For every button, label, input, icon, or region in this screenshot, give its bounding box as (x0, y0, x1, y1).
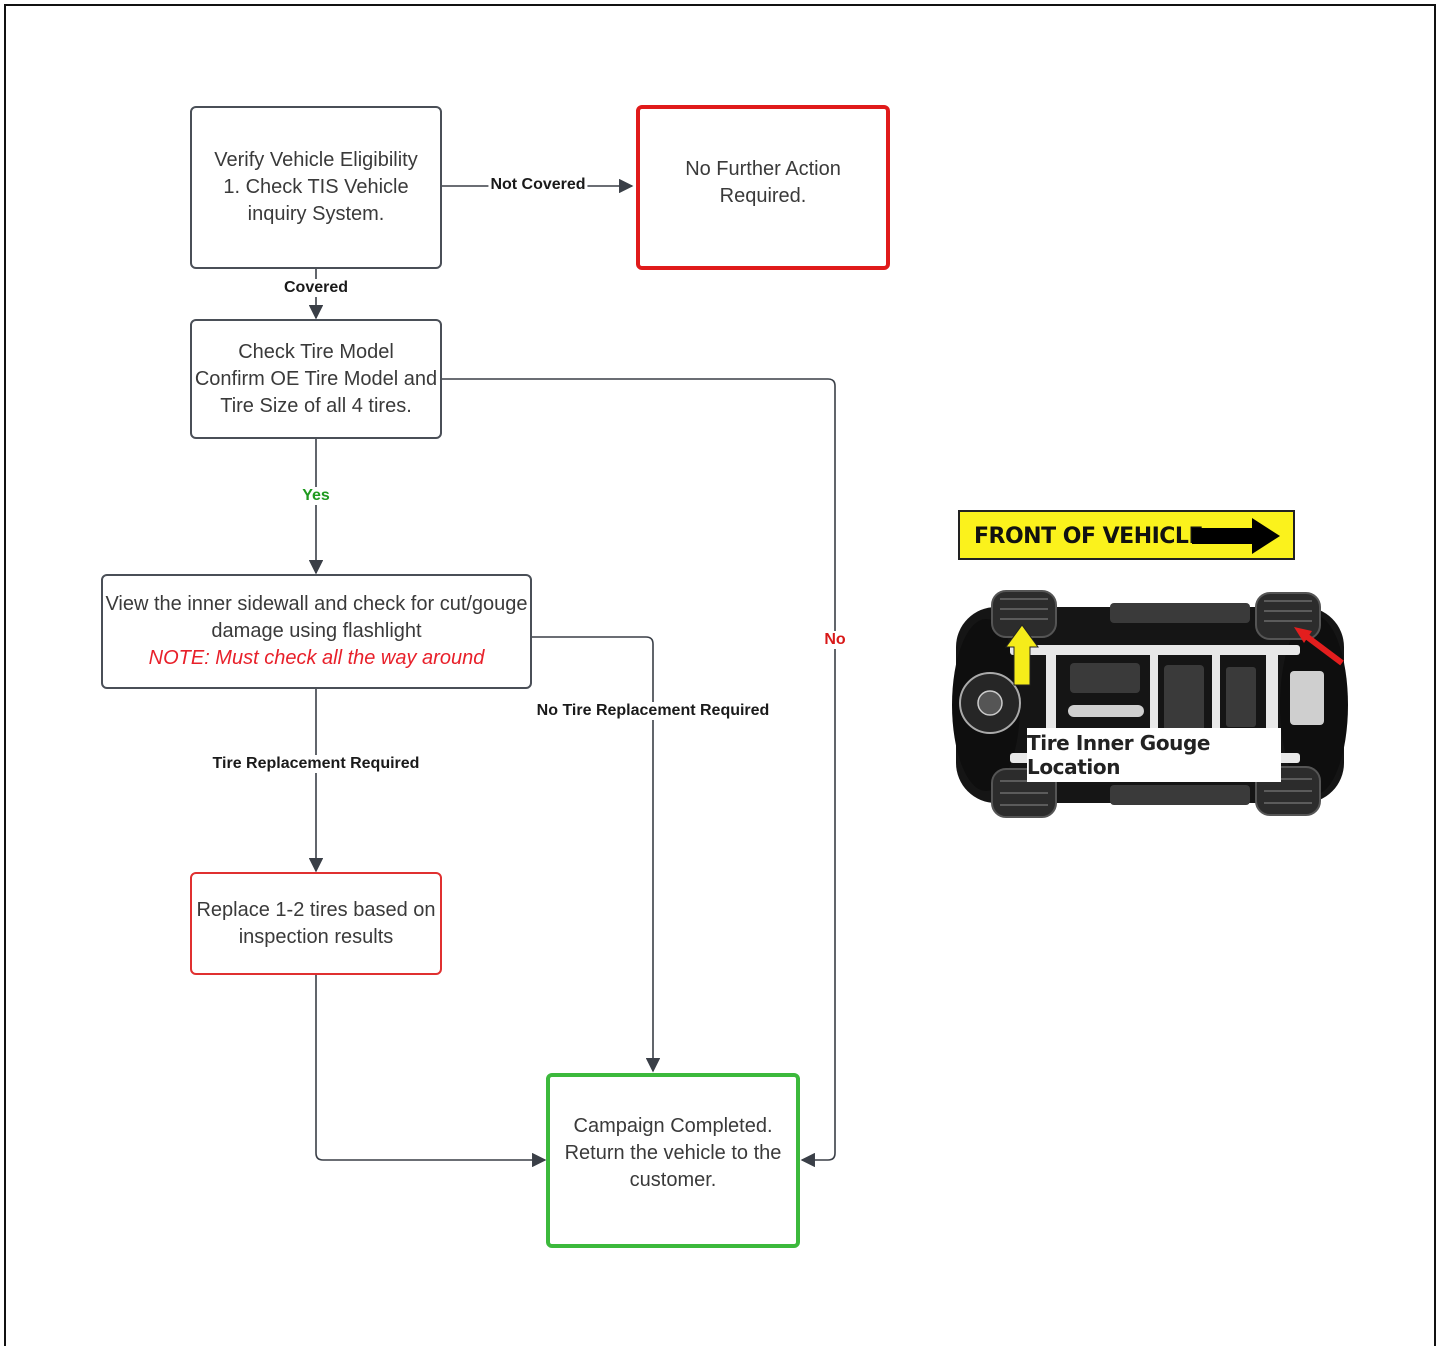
edge-label-no: No (822, 631, 848, 649)
yellow-arrow-icon (1005, 624, 1039, 686)
tire-gouge-callout: Tire Inner Gouge Location (1027, 728, 1281, 782)
replace-line-2: inspection results (238, 925, 394, 948)
check-tire-line-1: Check Tire Model (238, 340, 394, 363)
no-action-line-2: Required. (719, 184, 807, 207)
verify-line-3: inquiry System. (247, 203, 385, 225)
verify-line-1: Verify Vehicle Eligibility (214, 149, 418, 171)
no-action-line-1: No Further Action (685, 157, 841, 180)
inspect-line-2: damage using flashlight (211, 620, 422, 642)
edge-replace-to-complete (315, 975, 547, 1168)
replace-line-1: Replace 1-2 tires based on (196, 898, 436, 921)
check-tire-line-3: Tire Size of all 4 tires. (220, 394, 412, 417)
verify-eligibility-box: Verify Vehicle Eligibility 1. Check TIS … (190, 106, 442, 269)
check-tire-model-box: Check Tire Model Confirm OE Tire Model a… (190, 319, 442, 439)
complete-line-3: customer. (629, 1169, 717, 1191)
inspect-note: NOTE: Must check all the way around (148, 647, 485, 669)
check-tire-line-2: Confirm OE Tire Model and (194, 367, 438, 390)
vehicle-underside-image (952, 590, 1348, 818)
banner-label: FRONT OF VEHICLE (974, 524, 1203, 549)
edge-no (442, 378, 836, 1168)
no-further-action-box: No Further Action Required. (636, 105, 890, 270)
complete-line-2: Return the vehicle to the (564, 1142, 782, 1164)
complete-line-1: Campaign Completed. (573, 1115, 773, 1137)
edge-label-not-covered: Not Covered (488, 176, 588, 194)
red-arrow-icon (1300, 630, 1344, 666)
campaign-completed-box: Campaign Completed. Return the vehicle t… (546, 1073, 800, 1248)
replace-tires-box: Replace 1-2 tires based on inspection re… (190, 872, 442, 975)
inspect-sidewall-box: View the inner sidewall and check for cu… (101, 574, 532, 689)
edge-label-yes: Yes (300, 487, 332, 505)
edge-no-tire-replacement (531, 636, 661, 1073)
edge-label-tire-replacement: Tire Replacement Required (210, 755, 422, 773)
arrow-right-icon (1192, 518, 1280, 554)
page-frame (4, 4, 1436, 1346)
verify-line-2: 1. Check TIS Vehicle (223, 176, 409, 198)
edge-label-no-tire-replacement: No Tire Replacement Required (534, 702, 772, 720)
inspect-line-1: View the inner sidewall and check for cu… (105, 593, 528, 615)
edge-label-covered: Covered (281, 279, 351, 297)
front-of-vehicle-banner: FRONT OF VEHICLE (958, 510, 1295, 560)
